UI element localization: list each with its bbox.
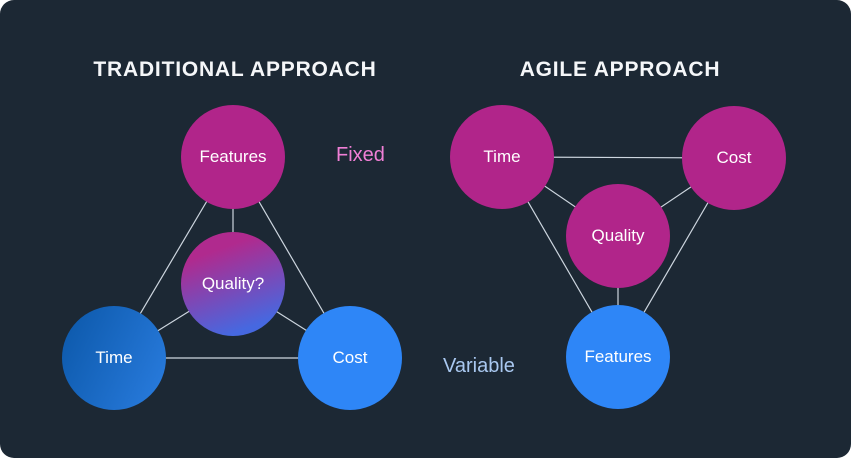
- variable-label: Variable: [443, 355, 515, 377]
- traditional-node-time-label: Time: [95, 348, 133, 367]
- traditional-node-features: Features: [181, 105, 285, 209]
- traditional-node-quality: Quality?: [181, 232, 285, 336]
- fixed-label: Fixed: [336, 144, 385, 166]
- agile-node-features: Features: [566, 305, 670, 409]
- agile-approach-title: AGILE APPROACH: [519, 58, 721, 81]
- traditional-node-cost: Cost: [298, 306, 402, 410]
- traditional-node-features-label: Features: [199, 147, 267, 166]
- agile-node-time-label: Time: [483, 147, 521, 166]
- agile-node-cost: Cost: [682, 106, 786, 210]
- agile-node-features-label: Features: [584, 347, 652, 366]
- agile-node-time: Time: [450, 105, 554, 209]
- traditional-node-time: Time: [62, 306, 166, 410]
- agile-node-quality-label: Quality: [591, 226, 645, 245]
- traditional-node-quality-label: Quality?: [201, 274, 265, 293]
- agile-node-quality: Quality: [566, 184, 670, 288]
- traditional-approach-title: TRADITIONAL APPROACH: [93, 58, 377, 81]
- traditional-node-cost-label: Cost: [332, 348, 368, 367]
- agile-node-cost-label: Cost: [716, 148, 752, 167]
